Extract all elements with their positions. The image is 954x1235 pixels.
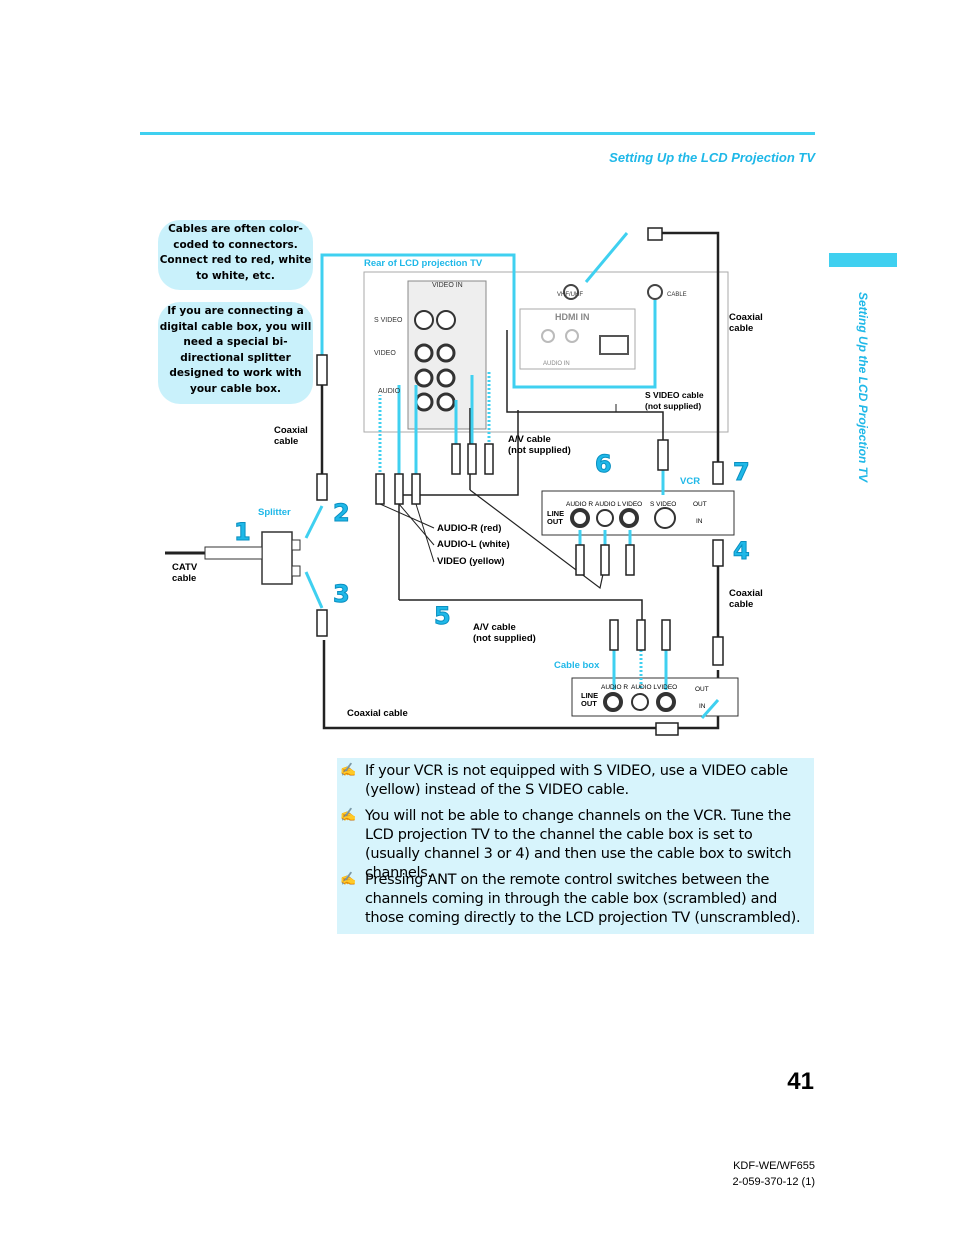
label-coaxial-cable-right: Coaxial cable <box>729 588 763 610</box>
notes-box: ✍ If your VCR is not equipped with S VID… <box>337 758 814 934</box>
cable-jack <box>647 284 663 300</box>
panel-label-audio: AUDIO <box>378 388 401 395</box>
cablebox-label-video: VIDEO <box>657 684 677 691</box>
note-pencil-icon: ✍ <box>340 762 357 777</box>
vcr-panel <box>541 490 735 536</box>
tv-rear-panel <box>363 271 729 433</box>
audio-r-jack-2 <box>436 392 456 412</box>
cablebox-audio-r-jack <box>603 692 623 712</box>
label-audio-l-white: AUDIO-L (white) <box>437 539 510 550</box>
step-4: 4 <box>733 537 751 566</box>
panel-label-video: VIDEO <box>374 350 396 357</box>
step-1: 1 <box>234 518 252 547</box>
side-tab-marker <box>829 253 897 267</box>
video-jack <box>414 343 434 363</box>
label-coaxial-cable-bottom: Coaxial cable <box>347 708 408 719</box>
vcr-label-audio-l: AUDIO L <box>595 501 621 508</box>
s-video-jack <box>414 310 434 330</box>
panel-label-cable: CABLE <box>667 292 687 298</box>
splitter-input <box>204 546 263 560</box>
s-video-jack-2 <box>436 310 456 330</box>
note-1: If your VCR is not equipped with S VIDEO… <box>365 763 788 798</box>
audio-in-l-jack <box>565 329 579 343</box>
coax-cable-top <box>660 231 720 470</box>
audio-l-jack-2 <box>436 368 456 388</box>
vcr-label-in: IN <box>696 518 703 525</box>
step-2: 2 <box>333 499 351 528</box>
label-pointers <box>379 404 617 563</box>
splitter-box <box>261 531 293 585</box>
cablebox-audio-l-jack <box>631 693 649 711</box>
model-number: KDF-WE/WF655 <box>733 1160 815 1172</box>
av-cable-2 <box>399 599 643 620</box>
step-7: 7 <box>733 458 751 487</box>
s-video-cable <box>506 330 664 440</box>
label-vcr: VCR <box>680 476 701 487</box>
header-rule <box>140 132 815 135</box>
cablebox-label-line-out: LINE OUT <box>581 691 599 708</box>
page-number: 41 <box>787 1068 814 1095</box>
label-coaxial-cable-left: Coaxial cable <box>274 425 308 447</box>
step-3: 3 <box>333 580 351 609</box>
part-number: 2-059-370-12 (1) <box>732 1176 815 1188</box>
cablebox-video-jack <box>656 692 676 712</box>
vcr-label-video: VIDEO <box>622 501 642 508</box>
note-pencil-icon: ✍ <box>340 807 357 822</box>
label-catv-cable: CATV cable <box>172 562 198 584</box>
label-audio-r-red: AUDIO-R (red) <box>437 523 502 534</box>
vcr-label-out: OUT <box>693 501 707 508</box>
audio-in-r-jack <box>541 329 555 343</box>
label-video-yellow: VIDEO (yellow) <box>437 556 505 567</box>
vcr-label-line-out: LINE OUT <box>547 509 565 526</box>
vcr-label-audio-r: AUDIO R <box>566 501 593 508</box>
vhf-uhf-jack <box>563 284 579 300</box>
note-3: Pressing ANT on the remote control switc… <box>365 872 801 926</box>
vcr-label-s-video: S VIDEO <box>650 501 676 508</box>
callout-color-coding: Cables are often color-coded to connecto… <box>158 220 313 290</box>
note-pencil-icon: ✍ <box>340 871 357 886</box>
vcr-audio-r-jack <box>570 508 590 528</box>
panel-label-vhf-uhf: VHF/UHF <box>557 292 583 298</box>
connection-arrows <box>304 232 720 719</box>
callout-digital-splitter: If you are connecting a digital cable bo… <box>158 302 313 404</box>
note-2: You will not be able to change channels … <box>365 808 792 881</box>
section-title: Setting Up the LCD Projection TV <box>609 150 815 165</box>
cablebox-label-out: OUT <box>695 686 709 693</box>
cablebox-label-audio-l: AUDIO L <box>631 684 657 691</box>
vcr-video-jack <box>619 508 639 528</box>
step-6: 6 <box>595 450 613 479</box>
video-jack-2 <box>436 343 456 363</box>
audio-r-jack <box>414 392 434 412</box>
label-av-cable-2: A/V cable (not supplied) <box>473 622 536 644</box>
audio-l-jack <box>414 368 434 388</box>
hdmi-port-icon <box>599 335 629 355</box>
vcr-audio-l-jack <box>596 509 614 527</box>
cablebox-label-in: IN <box>699 703 706 710</box>
splitter-port-1 <box>291 539 301 551</box>
label-coaxial-cable-top-right: Coaxial cable <box>729 312 763 334</box>
label-s-video-cable: S VIDEO cable (not supplied) <box>645 390 704 411</box>
highlight-path <box>320 253 657 389</box>
cable-connectors <box>316 227 724 736</box>
panel-label-s-video: S VIDEO <box>374 317 403 324</box>
panel-label-video-in: VIDEO IN <box>432 282 463 289</box>
cablebox-label-audio-r: AUDIO R <box>601 684 628 691</box>
panel-label-hdmi-in: HDMI IN <box>555 312 590 322</box>
splitter-port-2 <box>291 565 301 577</box>
hdmi-panel <box>519 308 636 370</box>
panel-label-audio-in: AUDIO IN <box>543 361 570 367</box>
label-splitter: Splitter <box>258 507 291 518</box>
step-5: 5 <box>434 602 452 631</box>
rear-panel-title: Rear of LCD projection TV <box>364 258 483 269</box>
label-av-cable-1: A/V cable (not supplied) <box>508 434 571 456</box>
label-cable-box: Cable box <box>554 660 600 671</box>
vcr-s-video-jack <box>654 507 676 529</box>
av-cable-trunk <box>398 410 519 600</box>
